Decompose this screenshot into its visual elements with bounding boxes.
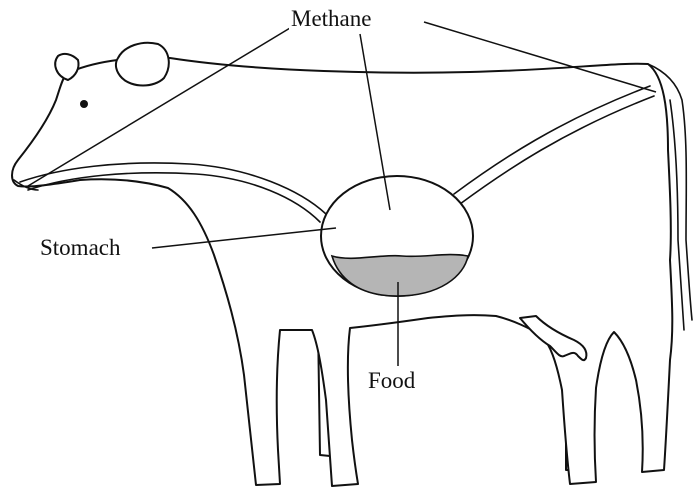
cow-ear-right	[116, 43, 169, 86]
methane-label: Methane	[289, 7, 373, 30]
food-label: Food	[366, 369, 417, 392]
stomach-label: Stomach	[38, 236, 123, 259]
cow-eye	[80, 100, 88, 108]
